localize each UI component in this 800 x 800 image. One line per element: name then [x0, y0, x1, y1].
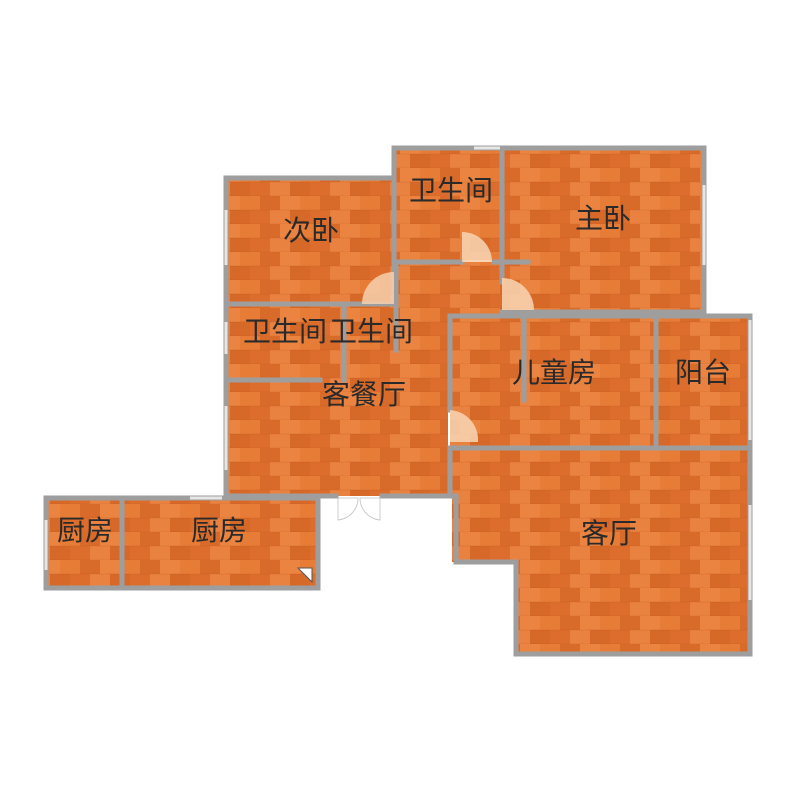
label-kids-room: 儿童房	[512, 356, 596, 389]
door-entrance-right	[359, 497, 381, 521]
wall-top-block	[391, 145, 707, 315]
floor-balcony	[656, 316, 750, 448]
door-entrance-left	[337, 497, 359, 521]
floor-kitchen	[122, 500, 316, 586]
door-master-bedroom	[502, 278, 534, 310]
floor-kitchen-small	[48, 500, 122, 586]
doors	[296, 232, 534, 584]
label-secondary-bedroom: 次卧	[283, 214, 339, 247]
door-bathroom-top	[462, 232, 492, 262]
floor-secondary-bedroom	[228, 178, 394, 304]
windows	[44, 146, 752, 600]
floor-dining-living	[228, 318, 448, 496]
label-kitchen: 厨房	[191, 514, 247, 547]
floor-living-room	[452, 450, 750, 652]
label-bathroom-top: 卫生间	[409, 174, 493, 207]
door-secondary-bedroom	[362, 272, 394, 304]
label-dining-living: 客餐厅	[322, 378, 406, 411]
label-balcony: 阳台	[675, 356, 731, 389]
walls	[43, 145, 753, 657]
label-living-room: 客厅	[581, 517, 637, 550]
floor-kids-room	[450, 316, 656, 448]
floor-master-bedroom	[502, 148, 704, 312]
label-master-bedroom: 主卧	[575, 202, 631, 235]
label-kitchen-small: 厨房	[57, 514, 113, 547]
door-kitchen-corner	[296, 567, 313, 584]
label-bathroom-mid: 卫生间	[329, 315, 413, 348]
door-kids-room	[450, 410, 479, 442]
room-labels: 次卧 卫生间 主卧 卫生间 卫生间 客餐厅 儿童房 阳台 厨房 厨房 客厅	[57, 174, 731, 550]
label-bathroom-left: 卫生间	[243, 315, 327, 348]
floor-bathroom-top	[396, 148, 502, 260]
floor-areas	[48, 148, 750, 652]
wall-living-outer	[447, 445, 753, 657]
floor-hallway	[396, 262, 502, 318]
